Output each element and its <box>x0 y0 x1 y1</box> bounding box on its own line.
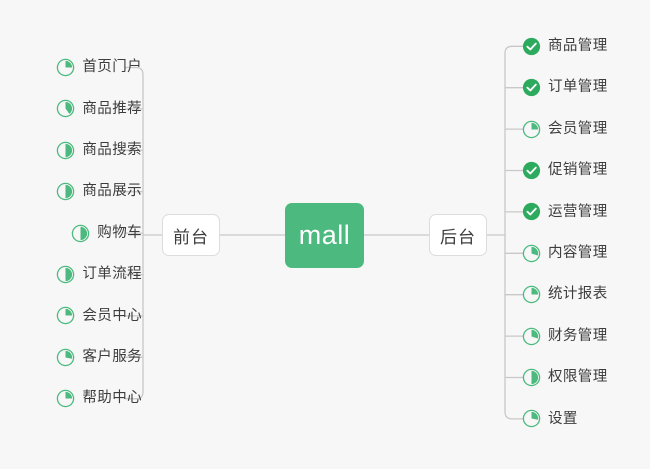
check-circle-icon <box>522 37 541 56</box>
mindmap-item-label: 商品展示 <box>82 183 142 200</box>
mindmap-item-label: 商品搜索 <box>82 142 142 159</box>
mindmap-item[interactable]: 帮助中心 <box>56 386 142 412</box>
center-node-mall[interactable]: mall <box>285 203 364 268</box>
mindmap-item[interactable]: 订单管理 <box>522 75 608 101</box>
mindmap-item-label: 客户服务 <box>82 349 142 366</box>
mindmap-item[interactable]: 权限管理 <box>522 365 608 391</box>
pie-progress-icon <box>56 182 75 201</box>
pie-progress-icon <box>71 224 90 243</box>
mindmap-item-label: 运营管理 <box>548 203 608 220</box>
mindmap-item-label: 会员中心 <box>82 307 142 324</box>
mindmap-item[interactable]: 订单流程 <box>56 262 142 288</box>
mindmap-item[interactable]: 会员管理 <box>522 116 608 142</box>
branch-node-back-label: 后台 <box>440 227 476 247</box>
pie-progress-icon <box>522 285 541 304</box>
pie-progress-icon <box>56 389 75 408</box>
pie-progress-icon <box>522 244 541 263</box>
pie-progress-icon <box>56 348 75 367</box>
mindmap-item-label: 促销管理 <box>548 162 608 179</box>
mindmap-item[interactable]: 购物车 <box>71 220 142 246</box>
pie-progress-icon <box>522 120 541 139</box>
mindmap-item-label: 会员管理 <box>548 120 608 137</box>
pie-progress-icon <box>56 141 75 160</box>
branch-node-front-label: 前台 <box>173 227 209 247</box>
pie-progress-icon <box>56 265 75 284</box>
mindmap-item[interactable]: 首页门户 <box>56 55 142 81</box>
mindmap-item[interactable]: 统计报表 <box>522 282 608 308</box>
mindmap-item[interactable]: 财务管理 <box>522 323 608 349</box>
mindmap-item[interactable]: 促销管理 <box>522 158 608 184</box>
mindmap-item[interactable]: 商品搜索 <box>56 137 142 163</box>
pie-progress-icon <box>522 409 541 428</box>
mindmap-item[interactable]: 设置 <box>522 406 578 432</box>
mindmap-item-label: 权限管理 <box>548 369 608 386</box>
check-circle-icon <box>522 202 541 221</box>
mindmap-item-label: 订单管理 <box>548 79 608 96</box>
center-node-label: mall <box>298 220 351 250</box>
mindmap-item-label: 订单流程 <box>82 266 142 283</box>
mindmap-item[interactable]: 商品展示 <box>56 179 142 205</box>
mindmap-item[interactable]: 运营管理 <box>522 199 608 225</box>
mindmap-item[interactable]: 内容管理 <box>522 240 608 266</box>
mindmap-item-label: 购物车 <box>97 224 142 241</box>
mindmap-item-label: 内容管理 <box>548 245 608 262</box>
mindmap-item[interactable]: 商品推荐 <box>56 96 142 122</box>
pie-progress-icon <box>56 58 75 77</box>
pie-progress-icon <box>522 368 541 387</box>
mindmap-item-label: 统计报表 <box>548 286 608 303</box>
mindmap-item-label: 商品推荐 <box>82 100 142 117</box>
pie-progress-icon <box>56 306 75 325</box>
pie-progress-icon <box>522 327 541 346</box>
check-circle-icon <box>522 78 541 97</box>
mindmap-item-label: 财务管理 <box>548 327 608 344</box>
mindmap-item-label: 设置 <box>548 410 578 427</box>
mindmap-item-label: 首页门户 <box>82 59 142 76</box>
pie-progress-icon <box>56 99 75 118</box>
mindmap-item[interactable]: 客户服务 <box>56 344 142 370</box>
mindmap-item[interactable]: 商品管理 <box>522 33 608 59</box>
branch-node-back[interactable]: 后台 <box>429 214 487 256</box>
mindmap-item[interactable]: 会员中心 <box>56 303 142 329</box>
branch-node-front[interactable]: 前台 <box>162 214 220 256</box>
check-circle-icon <box>522 161 541 180</box>
mindmap-item-label: 商品管理 <box>548 38 608 55</box>
mindmap-item-label: 帮助中心 <box>82 390 142 407</box>
